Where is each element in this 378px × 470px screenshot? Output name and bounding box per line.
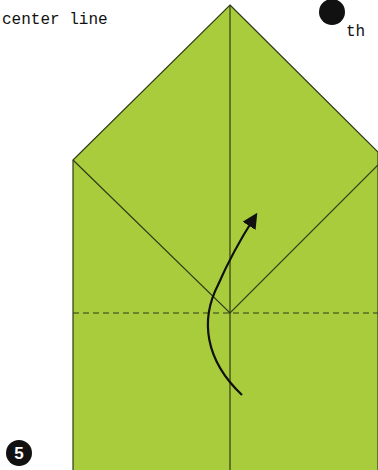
step-number: 5 — [14, 445, 23, 462]
folded-edges — [73, 160, 378, 313]
center-crease — [229, 5, 230, 470]
paper-shape — [73, 5, 378, 470]
step-circle — [6, 440, 32, 466]
fold-arrow — [208, 218, 254, 395]
valley-fold-line — [73, 312, 378, 313]
annotation-text: center line — [2, 12, 108, 28]
instruction-text: th — [346, 24, 365, 40]
step-circle-partial — [319, 0, 345, 25]
